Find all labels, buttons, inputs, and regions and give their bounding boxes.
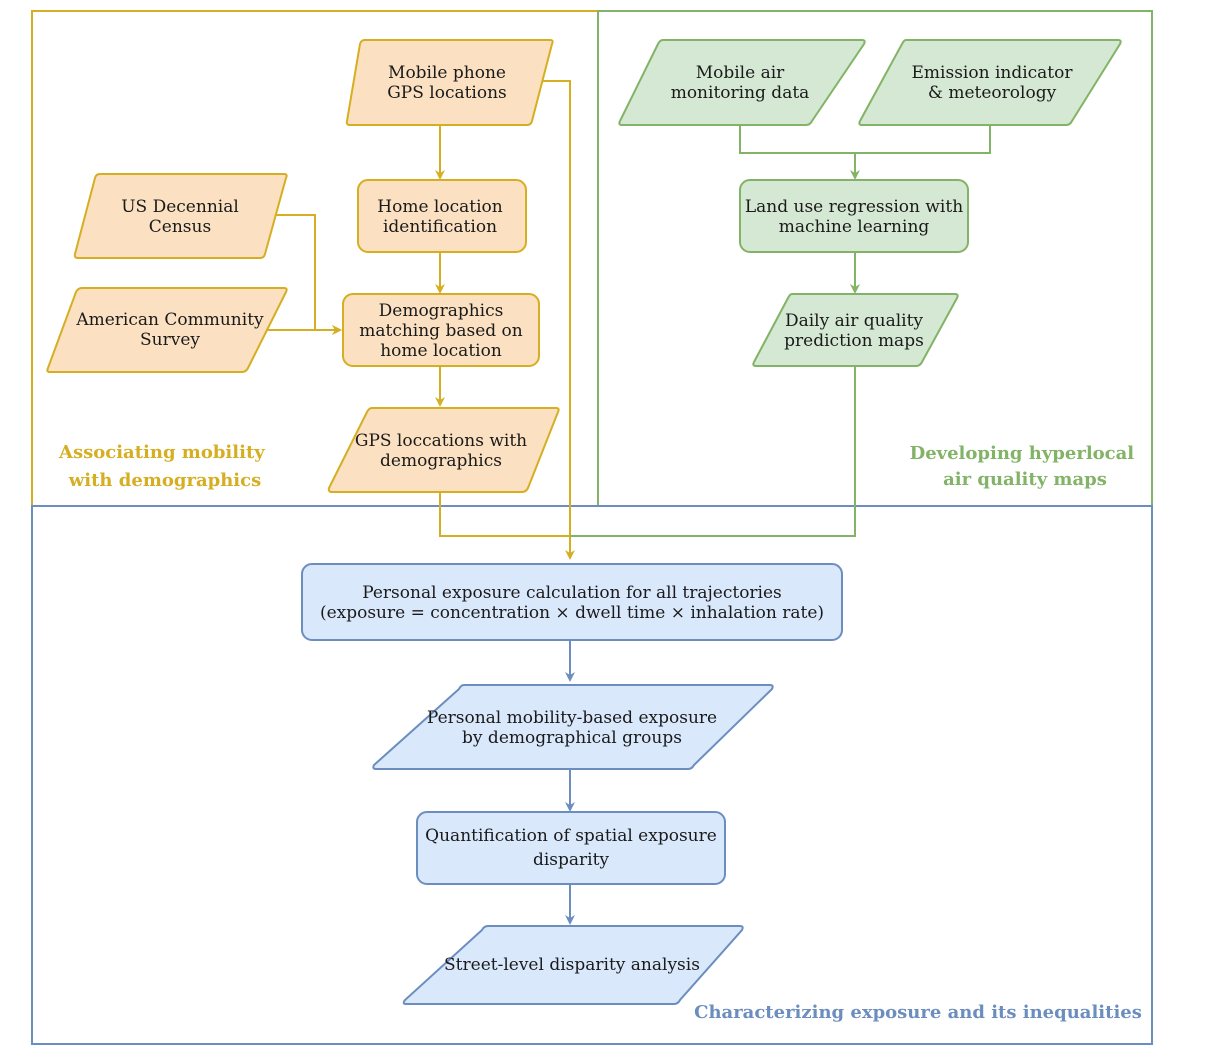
section-title-line: Characterizing exposure and its inequali…	[694, 1002, 1142, 1023]
node-line: Home location	[377, 197, 502, 217]
svg-text:Quantification of spatial expo: Quantification of spatial exposure dispar…	[425, 826, 717, 870]
node-line: Census	[149, 217, 211, 237]
edge-mobileair-to-lur	[739, 125, 855, 154]
node-line: GPS loccations with	[355, 431, 527, 451]
node-line: prediction maps	[784, 331, 924, 351]
node-line: GPS locations	[387, 83, 507, 103]
node-line: American Community	[75, 310, 264, 330]
edge-maps-to-exposure	[570, 366, 856, 537]
section-title-line: Associating mobility	[58, 442, 265, 463]
node-line: & meteorology	[928, 83, 1057, 103]
node-line: matching based on	[359, 321, 523, 341]
node-line: Mobile air	[696, 63, 785, 83]
node-line: Emission indicator	[912, 63, 1074, 83]
section-title-air: Developing hyperlocal air quality maps	[910, 443, 1141, 490]
section-exposure-panel	[31, 505, 1153, 1045]
node-line: (exposure = concentration × dwell time ×…	[320, 603, 824, 623]
node-line: Demographics	[379, 301, 504, 321]
node-line: identification	[383, 217, 497, 237]
node-line: home location	[380, 341, 502, 361]
node-line: Mobile phone	[388, 63, 506, 83]
svg-text:Emission indicator& meteorolog: Emission indicator& meteorology	[912, 63, 1074, 103]
node-line: Daily air quality	[785, 311, 923, 331]
svg-text:Street-level disparity analysi: Street-level disparity analysis	[444, 955, 700, 975]
section-title-line: with demographics	[68, 470, 261, 491]
node-line: Quantification of spatial exposure	[425, 826, 717, 846]
node-line: Personal exposure calculation for all tr…	[362, 583, 782, 603]
node-line: machine learning	[779, 217, 930, 237]
node-emission: Emission indicator& meteorology	[858, 39, 1122, 126]
section-title-mobility: Associating mobility with demographics	[58, 442, 271, 491]
node-line: by demographical groups	[462, 728, 682, 748]
node-line: Survey	[140, 330, 200, 350]
section-title-line: Developing hyperlocal	[910, 443, 1135, 464]
node-line: monitoring data	[671, 83, 810, 103]
node-line: disparity	[533, 850, 609, 870]
section-title-line: air quality maps	[943, 469, 1107, 490]
section-title-exposure: Characterizing exposure and its inequali…	[694, 1002, 1142, 1023]
edge-gpsdemo-to-exposure	[439, 492, 570, 537]
node-line: Street-level disparity analysis	[444, 955, 700, 975]
node-line: Land use regression with	[745, 197, 963, 217]
node-line: US Decennial	[121, 197, 239, 217]
node-exposure-calc: Personal exposure calculation for all tr…	[301, 563, 843, 641]
edge-emission-to-lur	[850, 125, 991, 180]
svg-text:Personal exposure calculation: Personal exposure calculation for all tr…	[320, 583, 824, 623]
node-line: Personal mobility-based exposure	[427, 708, 717, 728]
node-street-level: Street-level disparity analysis	[402, 925, 744, 1005]
node-quantification: Quantification of spatial exposure dispar…	[416, 811, 726, 885]
node-line: demographics	[380, 451, 502, 471]
